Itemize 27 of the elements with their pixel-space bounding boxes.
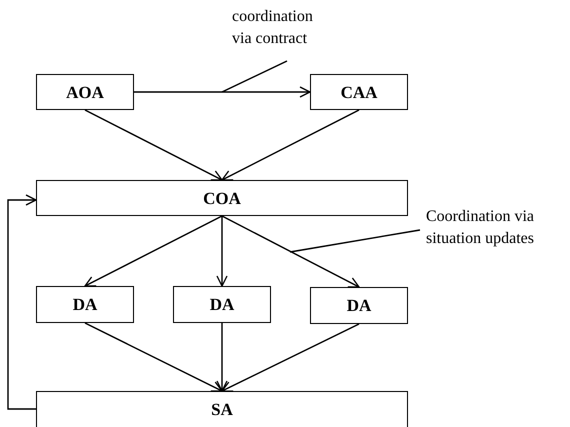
arrow bbox=[216, 216, 228, 287]
leader-line bbox=[290, 229, 420, 253]
arrow bbox=[216, 323, 228, 392]
box-label: DA bbox=[210, 296, 234, 313]
arrow bbox=[7, 194, 37, 410]
box-label: CAA bbox=[340, 84, 378, 101]
box-label: SA bbox=[211, 401, 233, 418]
box-label: AOA bbox=[66, 84, 104, 101]
box-label: DA bbox=[346, 297, 372, 314]
process-box bbox=[36, 74, 134, 110]
arrow bbox=[84, 109, 223, 181]
arrow bbox=[84, 215, 222, 287]
leader-line bbox=[222, 60, 288, 93]
arrow bbox=[221, 323, 360, 392]
annotation-text: Coordination via situation updates bbox=[426, 206, 570, 254]
arrow bbox=[222, 215, 360, 288]
process-box bbox=[36, 180, 408, 216]
arrow bbox=[134, 86, 311, 98]
process-box bbox=[36, 286, 134, 323]
process-box bbox=[310, 287, 408, 324]
annotation-text: coordination via contract bbox=[232, 6, 332, 52]
arrow bbox=[221, 109, 360, 181]
box-label: DA bbox=[72, 296, 98, 313]
process-box bbox=[310, 74, 408, 110]
box-label: COA bbox=[203, 190, 241, 207]
process-box bbox=[173, 286, 271, 323]
arrow bbox=[84, 322, 223, 392]
